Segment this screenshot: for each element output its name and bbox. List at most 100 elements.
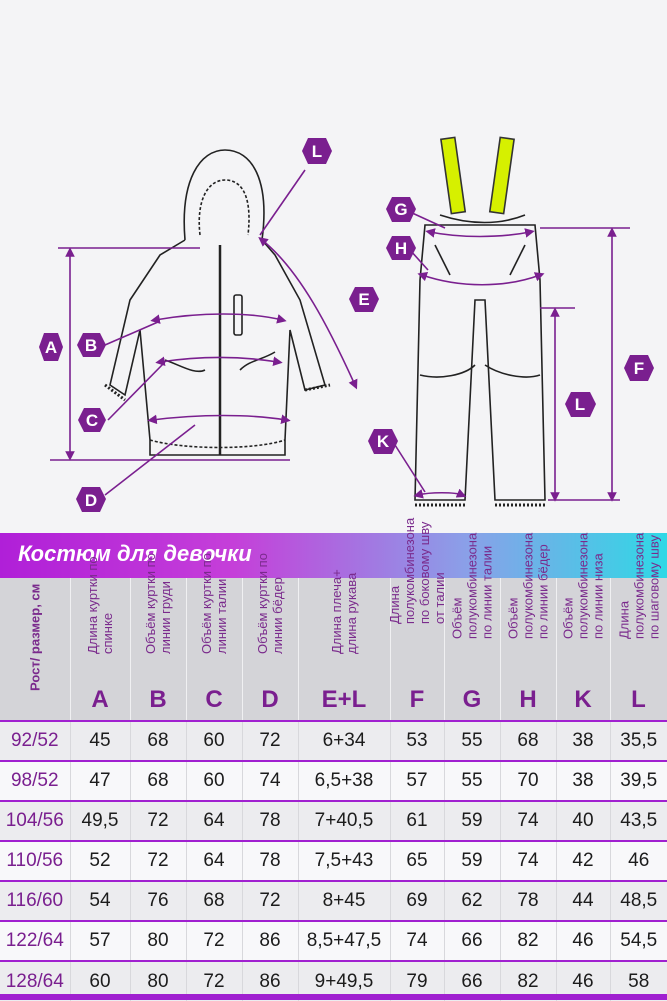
value-cell: 44 <box>555 880 610 921</box>
marker-h: H <box>386 236 416 260</box>
value-cell: 68 <box>129 720 186 761</box>
garment-diagram: A B C D E L G H F L K <box>39 136 654 512</box>
value-cell: 60 <box>185 720 242 761</box>
value-cell: 64 <box>185 840 242 881</box>
value-cell: 45 <box>69 720 130 761</box>
size-header-label: Рост/ размер, см <box>27 583 43 691</box>
bottom-accent-bar <box>0 994 667 1000</box>
header-letter: B <box>149 686 167 713</box>
size-cell: 122/64 <box>0 920 70 961</box>
value-cell: 80 <box>129 920 186 961</box>
marker-l-jacket: L <box>302 138 332 164</box>
header-col-f: Длина полукомбинезона по боковому шву от… <box>387 518 447 720</box>
value-cell: 74 <box>241 760 298 801</box>
value-cell: 78 <box>241 800 298 841</box>
value-cell: 38 <box>555 720 610 761</box>
value-cell: 42 <box>555 840 610 881</box>
header-letter: L <box>631 686 646 713</box>
value-cell: 46 <box>609 840 667 881</box>
value-cell: 52 <box>69 840 130 881</box>
value-cell: 74 <box>389 920 444 961</box>
jacket-drawing <box>104 149 331 456</box>
svg-text:L: L <box>575 395 585 414</box>
value-cell: 61 <box>389 800 444 841</box>
header-size: Рост/ размер, см <box>0 578 71 720</box>
svg-text:E: E <box>358 290 369 309</box>
marker-l-overalls: L <box>565 392 596 417</box>
size-cell: 110/56 <box>0 840 70 881</box>
svg-text:H: H <box>395 239 407 258</box>
header-letter: K <box>574 686 592 713</box>
value-cell: 59 <box>443 800 500 841</box>
value-cell: 72 <box>241 880 298 921</box>
value-cell: 35,5 <box>609 720 667 761</box>
header-desc: Объём полукомбинезона по линии талии <box>449 532 495 639</box>
value-cell: 68 <box>185 880 242 921</box>
header-letter: F <box>409 686 425 713</box>
marker-d: D <box>76 487 106 512</box>
value-cell: 55 <box>443 720 500 761</box>
header-desc: Объём полукомбинезона по линии низа <box>560 532 606 639</box>
value-cell: 43,5 <box>609 800 667 841</box>
header-letter: A <box>91 686 109 713</box>
value-cell: 74 <box>499 800 556 841</box>
header-desc: Длина полукомбинезона по боковому шву от… <box>387 517 447 624</box>
svg-text:C: C <box>86 411 98 430</box>
diagram-markers: A B C D E L G H F L K <box>39 138 654 512</box>
svg-text:K: K <box>377 432 390 451</box>
header-letter: H <box>519 686 537 713</box>
title-banner: Костюм для девочки <box>0 533 667 578</box>
value-cell: 68 <box>129 760 186 801</box>
marker-b: B <box>77 333 106 357</box>
header-letter: D <box>261 686 279 713</box>
value-cell: 76 <box>129 880 186 921</box>
value-cell: 57 <box>69 920 130 961</box>
value-cell: 62 <box>443 880 500 921</box>
value-cell: 72 <box>185 920 242 961</box>
value-cell: 57 <box>389 760 444 801</box>
diagram-svg: A B C D E L G H F L K <box>39 136 654 512</box>
value-cell: 66 <box>443 920 500 961</box>
header-desc: Объём куртки по линии талии <box>199 553 229 654</box>
header-desc: Объём куртки по линии бёдер <box>255 553 285 654</box>
size-cell: 116/60 <box>0 880 70 921</box>
value-cell: 72 <box>129 840 186 881</box>
value-cell: 49,5 <box>69 800 130 841</box>
value-cell: 7,5+43 <box>297 840 390 881</box>
value-cell: 47 <box>69 760 130 801</box>
value-cell: 54 <box>69 880 130 921</box>
value-cell: 7+40,5 <box>297 800 390 841</box>
svg-text:B: B <box>85 336 97 355</box>
marker-e: E <box>349 287 379 312</box>
svg-text:F: F <box>634 359 644 378</box>
banner-title: Костюм для девочки <box>18 541 252 566</box>
value-cell: 78 <box>499 880 556 921</box>
value-cell: 64 <box>185 800 242 841</box>
value-cell: 74 <box>499 840 556 881</box>
header-desc: Длина куртки по спинке <box>85 556 115 654</box>
value-cell: 8,5+47,5 <box>297 920 390 961</box>
svg-text:D: D <box>85 491 97 510</box>
value-cell: 65 <box>389 840 444 881</box>
jacket-measure-lines <box>50 169 358 496</box>
marker-a: A <box>39 333 63 361</box>
header-desc: Длина плеча+ длина рукава <box>329 569 359 654</box>
header-desc: Объём куртки по линии груди <box>143 553 173 654</box>
value-cell: 68 <box>499 720 556 761</box>
value-cell: 48,5 <box>609 880 667 921</box>
overalls-measure-lines <box>394 211 630 502</box>
value-cell: 39,5 <box>609 760 667 801</box>
